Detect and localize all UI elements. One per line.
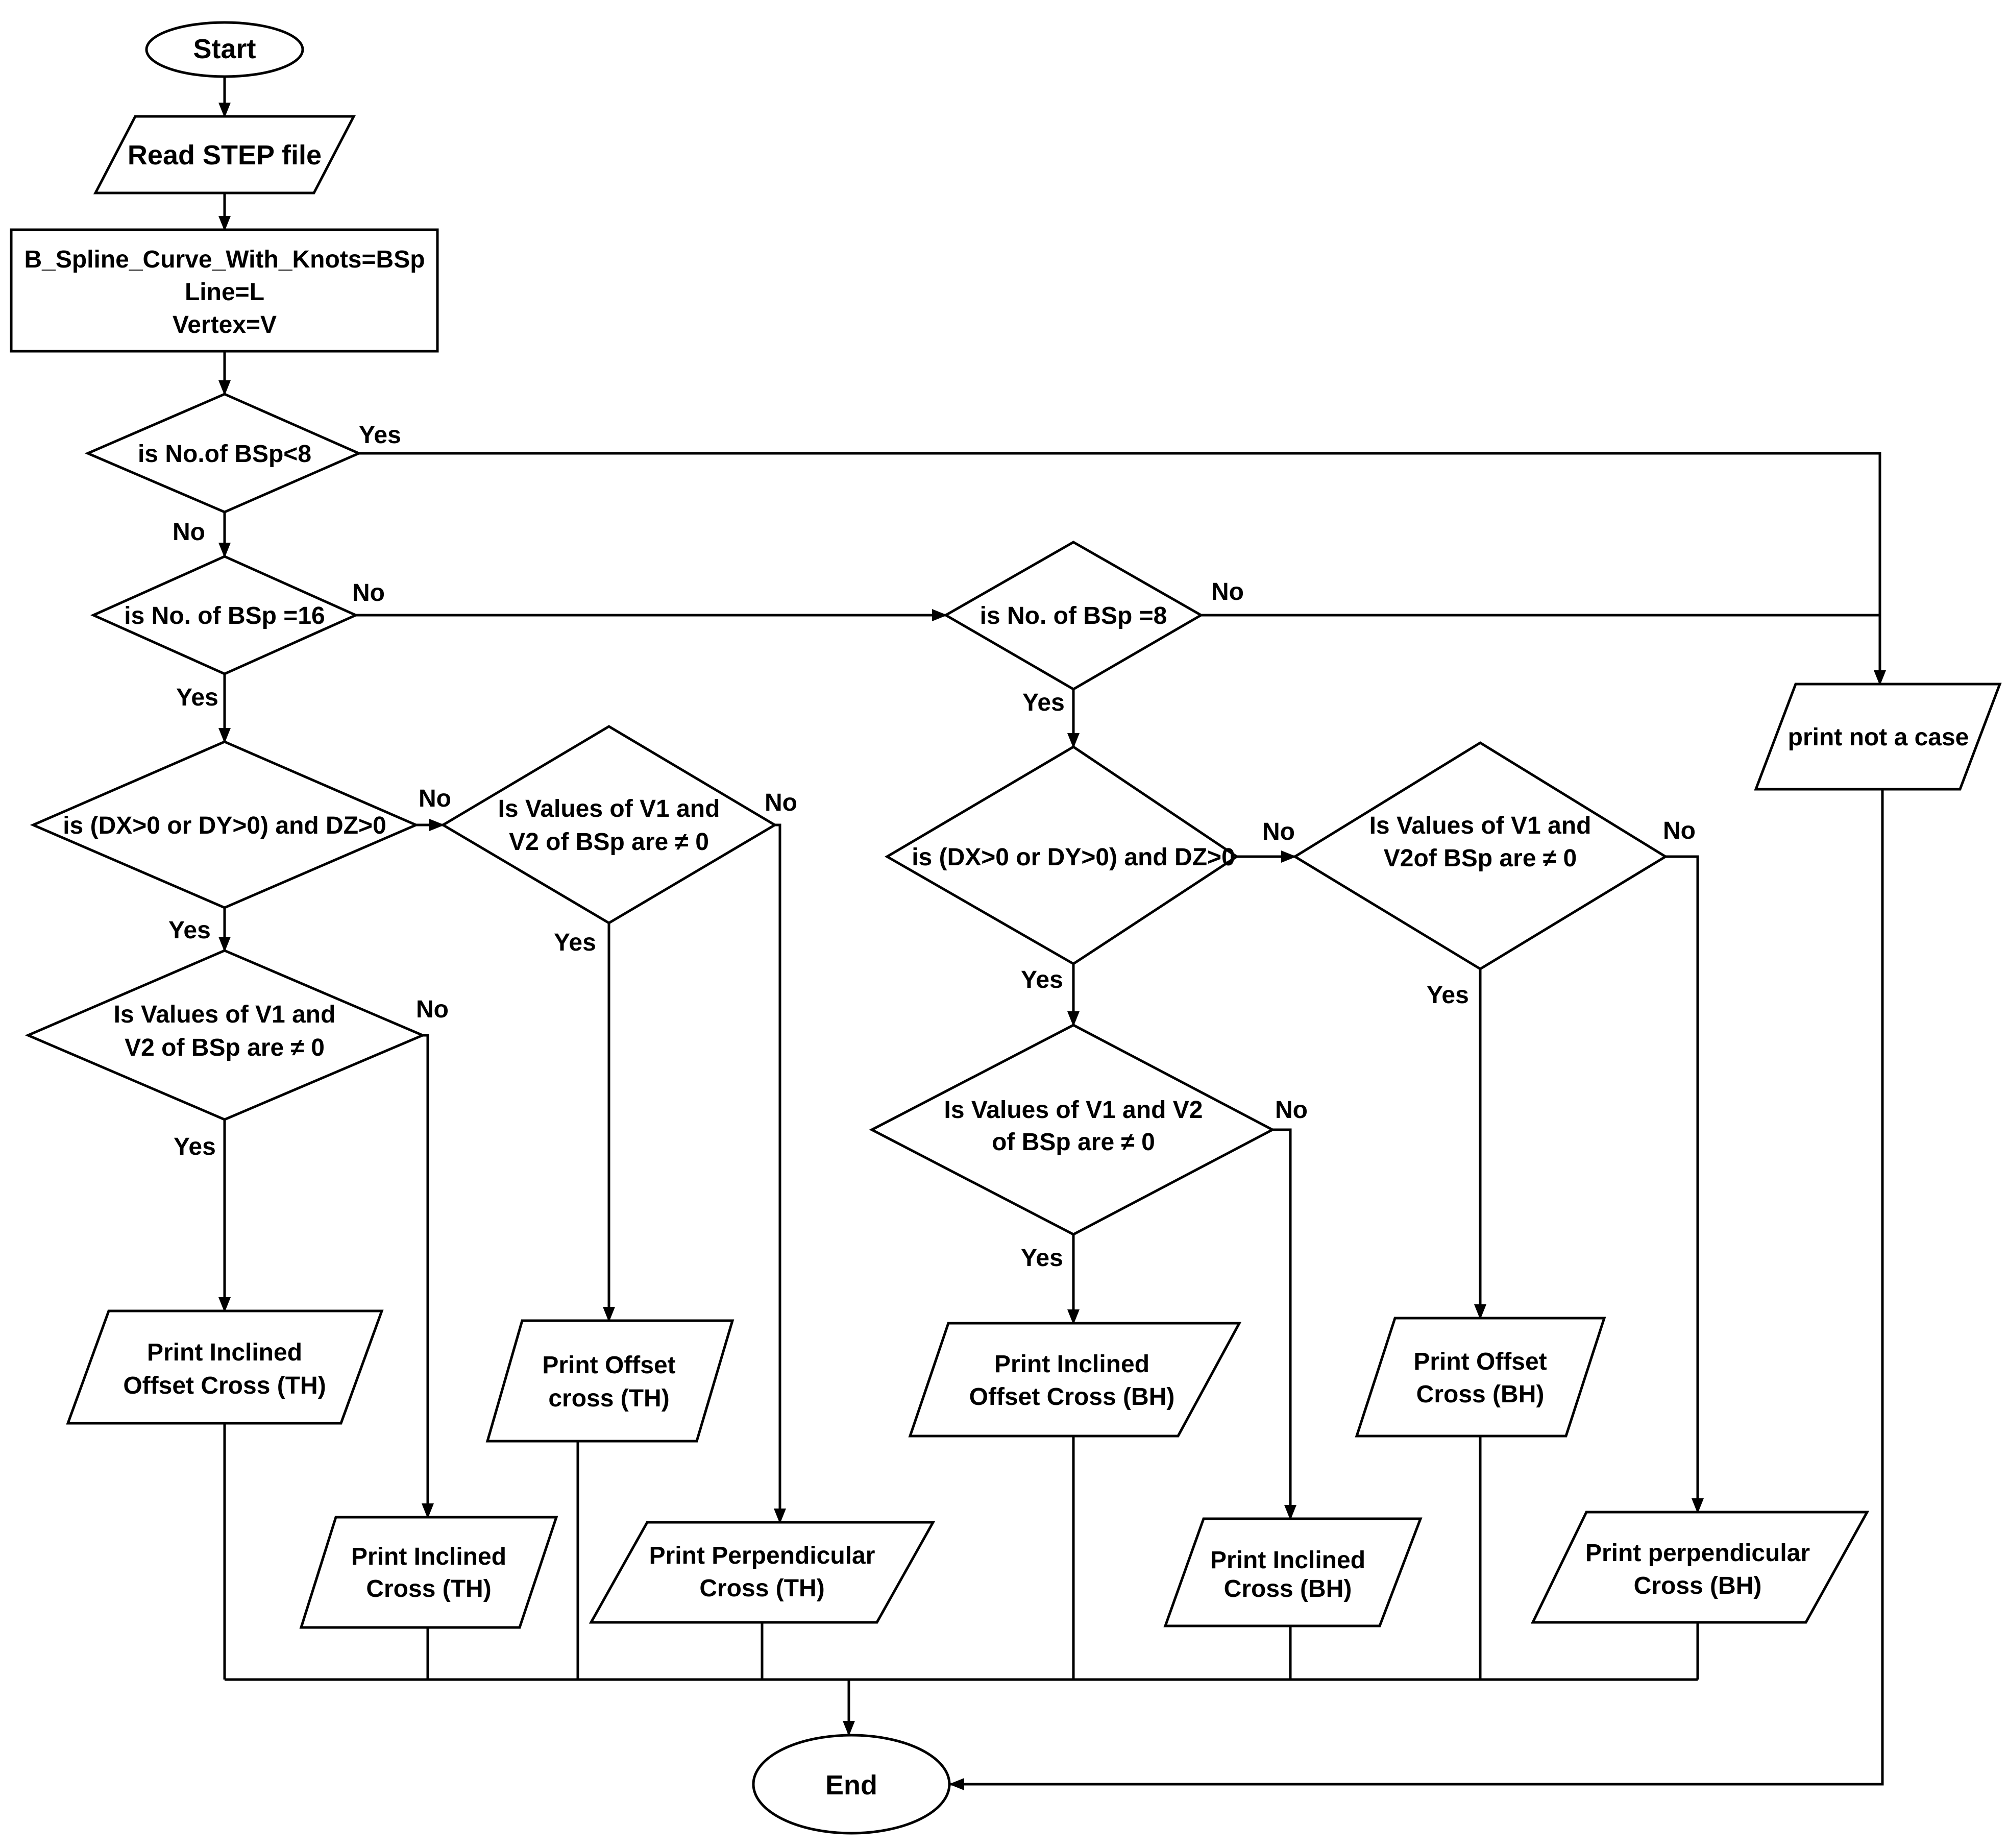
start-terminal: Start: [145, 21, 304, 78]
p2-label-1: Print Inclined: [351, 1543, 506, 1570]
decision-v1-v2-bh-left: Is Values of V1 and V2 of BSp are ≠ 0: [869, 1024, 1276, 1236]
p1-label-1: Print Inclined: [147, 1339, 302, 1366]
edge-d1-yes-notcase: [359, 452, 1886, 686]
assign-line-1: B_Spline_Curve_With_Knots=BSp: [24, 246, 425, 273]
end-label: End: [825, 1770, 877, 1801]
print-inclined-offset-cross-bh: Print Inclined Offset Cross (BH): [908, 1322, 1242, 1438]
p7-label-1: Print Offset: [1413, 1348, 1547, 1375]
p3-label-1: Print Offset: [542, 1352, 675, 1379]
print-perpendicular-cross-th: Print Perpendicular Cross (TH): [589, 1521, 936, 1624]
end-terminal: End: [752, 1734, 951, 1835]
label-d9-yes: Yes: [1021, 1245, 1063, 1272]
p8-label-2: Cross (BH): [1634, 1572, 1762, 1599]
decision-v1-v2-th-right: Is Values of V1 and V2 of BSp are ≠ 0: [440, 725, 777, 925]
d5-label-2: V2 of BSp are ≠ 0: [509, 829, 709, 856]
label-d5-yes: Yes: [554, 929, 596, 956]
d5-label-1: Is Values of V1 and: [498, 795, 720, 822]
start-label: Start: [193, 34, 256, 64]
decision-v1-v2-bh-right: Is Values of V1 and V2of BSp are ≠ 0: [1292, 741, 1668, 970]
label-d8-no: No: [1663, 817, 1696, 844]
p5-label-2: Offset Cross (BH): [969, 1383, 1175, 1411]
decision-dx-dy-dz-th: is (DX>0 or DY>0) and DZ>0: [30, 740, 420, 909]
label-d1-no: No: [173, 519, 205, 546]
label-d8-yes: Yes: [1427, 982, 1469, 1009]
label-d6-yes: Yes: [174, 1133, 216, 1160]
decision-dx-dy-dz-bh: is (DX>0 or DY>0) and DZ>0: [885, 745, 1239, 965]
p8-label-1: Print perpendicular: [1585, 1540, 1810, 1567]
not-case-label: print not a case: [1788, 724, 1969, 751]
print-inclined-cross-th: Print Inclined Cross (TH): [299, 1516, 558, 1629]
p3-label-2: cross (TH): [548, 1385, 669, 1412]
label-d2-yes: Yes: [176, 684, 218, 711]
decision-bsp-eq-8: is No. of BSp =8: [943, 541, 1204, 691]
p6-label-1: Print Inclined: [1210, 1547, 1365, 1574]
d3-label: is No. of BSp =8: [980, 602, 1167, 629]
assign-line-2: Line=L: [185, 279, 264, 306]
label-d9-no: No: [1275, 1097, 1308, 1124]
print-offset-cross-th: Print Offset cross (TH): [485, 1319, 734, 1443]
edge-d9-no-p6: [1272, 1128, 1296, 1520]
d4-label: is (DX>0 or DY>0) and DZ>0: [63, 812, 386, 839]
p1-label-2: Offset Cross (TH): [123, 1372, 326, 1399]
print-not-a-case-output: print not a case: [1754, 683, 2002, 791]
label-d1-yes: Yes: [359, 422, 401, 449]
read-step-file-input: Read STEP file: [93, 115, 356, 194]
decision-v1-v2-th-left: Is Values of V1 and V2 of BSp are ≠ 0: [25, 949, 426, 1121]
label-d4-no: No: [419, 785, 451, 812]
edge-d6-no-p2: [422, 1034, 434, 1519]
label-d7-yes: Yes: [1021, 966, 1063, 993]
edge-labels: Yes No No Yes No Yes No Yes No Yes No Ye…: [168, 422, 1696, 1272]
print-offset-cross-bh: Print Offset Cross (BH): [1355, 1317, 1606, 1438]
decision-bsp-lt-8: is No.of BSp<8: [84, 393, 362, 514]
d8-label-1: Is Values of V1 and: [1369, 812, 1591, 839]
d6-label-1: Is Values of V1 and: [114, 1001, 336, 1028]
print-inclined-offset-cross-th: Print Inclined Offset Cross (TH): [66, 1309, 384, 1425]
d6-label-2: V2 of BSp are ≠ 0: [125, 1034, 325, 1061]
label-d4-yes: Yes: [168, 917, 211, 944]
p6-label-2: Cross (BH): [1224, 1575, 1352, 1602]
assign-process: B_Spline_Curve_With_Knots=BSp Line=L Ver…: [10, 228, 439, 353]
d9-label-2: of BSp are ≠ 0: [992, 1129, 1155, 1156]
d7-label: is (DX>0 or DY>0) and DZ>0: [912, 844, 1235, 871]
label-d7-no: No: [1262, 818, 1295, 845]
label-d3-yes: Yes: [1022, 689, 1065, 716]
read-step-label: Read STEP file: [128, 140, 322, 171]
p2-label-2: Cross (TH): [366, 1575, 491, 1602]
p5-label-1: Print Inclined: [994, 1351, 1149, 1378]
print-perpendicular-cross-bh: Print perpendicular Cross (BH): [1531, 1511, 1870, 1624]
edge-d5-no-p4: [774, 823, 786, 1524]
d2-label: is No. of BSp =16: [124, 602, 325, 629]
print-inclined-cross-bh: Print Inclined Cross (BH): [1163, 1517, 1423, 1627]
edge-d8-no-p8: [1666, 855, 1704, 1514]
d9-label-1: Is Values of V1 and V2: [944, 1097, 1203, 1124]
decision-bsp-eq-16: is No. of BSp =16: [90, 555, 359, 675]
label-d2-no: No: [352, 579, 385, 606]
label-d3-no: No: [1211, 578, 1244, 605]
p7-label-2: Cross (BH): [1416, 1381, 1545, 1408]
assign-line-3: Vertex=V: [173, 311, 277, 338]
p4-label-1: Print Perpendicular: [649, 1542, 875, 1569]
label-d5-no: No: [765, 789, 797, 816]
p4-label-2: Cross (TH): [699, 1575, 824, 1602]
label-d6-no: No: [416, 996, 449, 1023]
edge-notcase-end: [949, 789, 1884, 1790]
d8-label-2: V2of BSp are ≠ 0: [1384, 845, 1577, 872]
d1-label: is No.of BSp<8: [138, 441, 311, 468]
